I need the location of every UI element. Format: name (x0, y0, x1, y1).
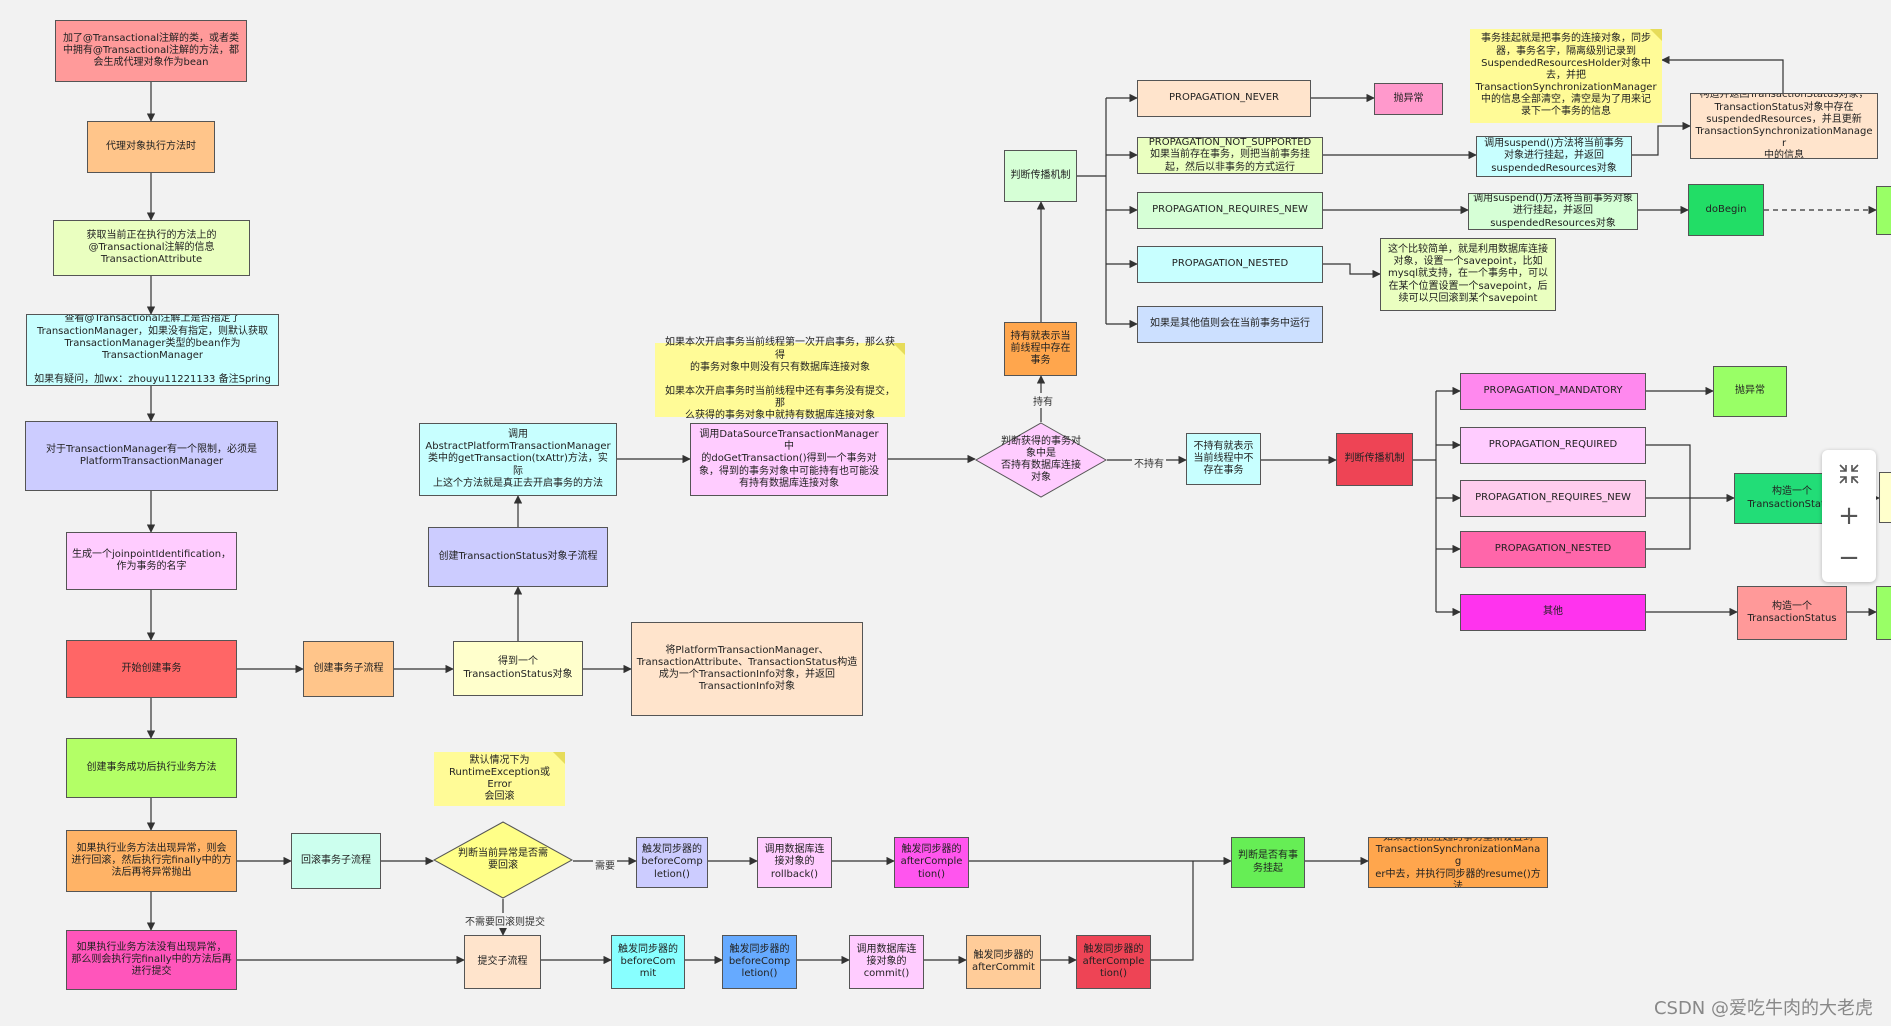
flow-node-n1[interactable]: 加了@Transactional注解的类，或者类 中拥有@Transaction… (55, 20, 247, 82)
flow-node-n53[interactable] (1879, 472, 1891, 523)
flow-node-n5[interactable]: 对于TransactionManager有一个限制，必须是 PlatformTr… (25, 421, 278, 491)
flow-node-n31[interactable]: 判断传播机制 (1336, 433, 1413, 486)
flow-node-n15[interactable]: 调用 AbstractPlatformTransactionManager 类中… (419, 423, 617, 496)
zoom-panel: + − (1822, 450, 1876, 582)
flow-node-n22[interactable]: 调用suspend()方法将当前事务 对象进行挂起，并返回 suspendedR… (1476, 136, 1632, 177)
flow-node-n26[interactable]: doBegin (1688, 184, 1764, 236)
connector-line (1151, 861, 1194, 961)
flow-node-n42[interactable]: 调用数据库连 接对象的 rollback() (757, 837, 832, 888)
flow-node-n50[interactable]: 触发同步器的 afterCommit (966, 935, 1041, 989)
flow-node-n18[interactable]: 判断传播机制 (1004, 150, 1077, 202)
flow-node-n49[interactable]: 调用数据库连 接对象的 commit() (849, 935, 924, 989)
flow-node-n46[interactable]: 提交子流程 (464, 935, 541, 989)
flow-node-n54[interactable] (1876, 586, 1891, 640)
flow-node-n51[interactable]: 触发同步器的 afterComple tion() (1076, 935, 1151, 989)
flow-node-n28[interactable]: 这个比较简单，就是利用数据库连接 对象，设置一个savepoint，比如 mys… (1380, 238, 1556, 311)
connector-arrow (1323, 263, 1381, 279)
fit-screen-icon[interactable] (1822, 454, 1876, 494)
flow-node-n10[interactable]: 如果执行业务方法没有出现异常， 那么则会执行完finally中的方法后再 进行提… (66, 930, 237, 990)
flow-node-n44[interactable]: 判断是否有事 务挂起 (1231, 837, 1305, 888)
flow-node-n2[interactable]: 代理对象执行方法时 (87, 121, 215, 173)
watermark: CSDN @爱吃牛肉的大老虎 (1653, 998, 1873, 1019)
sticky-note-note3[interactable]: 默认情况下为 RuntimeException或Error 会回滚 (434, 752, 565, 806)
flow-node-n6[interactable]: 生成一个joinpointIdentification， 作为事务的名字 (66, 532, 237, 590)
flow-node-n35[interactable]: PROPAGATION_REQUIRES_NEW (1460, 480, 1646, 517)
flow-node-n41[interactable]: 触发同步器的 beforeComp letion() (636, 837, 708, 888)
flow-node-n12[interactable]: 得到一个 TransactionStatus对象 (453, 641, 583, 696)
flow-node-n39[interactable]: 构造一个 TransactionStatus (1737, 586, 1847, 640)
flow-node-n21[interactable]: PROPAGATION_NOT_SUPPORTED 如果当前存在事务，则把当前事… (1137, 137, 1323, 174)
edge-label-l2: 不持有 (1132, 455, 1166, 470)
flow-node-n16[interactable]: 调用DataSourceTransactionManager中 的doGetTr… (690, 423, 888, 496)
flow-node-n29[interactable]: 如果是其他值则会在当前事务中运行 (1137, 306, 1323, 343)
flow-node-n40[interactable]: 回滚事务子流程 (291, 833, 381, 889)
flow-node-n14[interactable]: 创建TransactionStatus对象子流程 (428, 527, 608, 587)
connector-line (1646, 444, 1691, 550)
flow-node-n4[interactable]: 查看@Transactional注解上是否指定了 TransactionMana… (26, 314, 279, 386)
flow-node-n17[interactable]: 持有就表示当 前线程中存在 事务 (1004, 322, 1077, 376)
flow-node-n9[interactable]: 如果执行业务方法出现异常，则会 进行回滚，然后执行完finally中的方 法后再… (66, 830, 237, 892)
flow-node-n33[interactable]: 抛异常 (1713, 366, 1787, 417)
connector-arrow (1661, 55, 1784, 93)
flow-node-n7[interactable]: 开始创建事务 (66, 640, 237, 698)
flow-node-n37[interactable]: 其他 (1460, 594, 1646, 631)
flow-node-n34[interactable]: PROPAGATION_REQUIRED (1460, 427, 1646, 464)
sticky-note-note1[interactable]: 事务挂起就是把事务的连接对象，同步 器，事务名字，隔离级别记录到 Suspend… (1470, 29, 1662, 123)
decision-diamond-d2[interactable]: 判断当前异常是否需要回滚 (433, 821, 573, 899)
flow-node-n32[interactable]: PROPAGATION_MANDATORY (1460, 373, 1646, 410)
connector-arrow (1632, 121, 1691, 156)
flow-node-n25[interactable]: 调用suspend()方法将当前事务对象 进行挂起，并返回 suspendedR… (1468, 193, 1638, 230)
edge-label-l1: 持有 (1031, 393, 1055, 408)
flow-node-n23[interactable]: 构造并返回TransactionStatus对象， TransactionSta… (1690, 93, 1878, 159)
flow-node-n3[interactable]: 获取当前正在执行的方法上的 @Transactional注解的信息 Transa… (53, 220, 250, 276)
zoom-out-button[interactable]: − (1838, 543, 1860, 573)
flow-node-n19[interactable]: PROPAGATION_NEVER (1137, 80, 1311, 117)
decision-diamond-d1[interactable]: 判断获得的事务对象中是 否持有数据库连接对象 (975, 422, 1107, 498)
flow-node-n47[interactable]: 触发同步器的 beforeCom mit (611, 935, 685, 989)
flow-node-n11[interactable]: 创建事务子流程 (303, 641, 394, 697)
flow-node-n43[interactable]: 触发同步器的 afterComple tion() (894, 837, 969, 888)
flow-node-n30[interactable]: 不持有就表示 当前线程中不 存在事务 (1186, 433, 1261, 485)
zoom-in-button[interactable]: + (1838, 501, 1860, 531)
flow-node-n48[interactable]: 触发同步器的 beforeComp letion() (722, 935, 797, 989)
edge-label-l4: 不需要回滚则提交 (463, 913, 547, 928)
flow-node-n27[interactable]: PROPAGATION_NESTED (1137, 246, 1323, 283)
flow-node-n45[interactable]: 如果有则把挂起的事务重新设置到 TransactionSynchronizati… (1368, 837, 1548, 888)
edge-label-l3: 需要 (593, 857, 617, 872)
flow-node-n52[interactable] (1876, 186, 1891, 235)
flow-node-n36[interactable]: PROPAGATION_NESTED (1460, 531, 1646, 568)
decision-text: 判断获得的事务对象中是 否持有数据库连接对象 (1001, 436, 1081, 483)
flow-node-n24[interactable]: PROPAGATION_REQUIRES_NEW (1137, 192, 1323, 229)
decision-text: 判断当前异常是否需要回滚 (458, 848, 548, 871)
flow-node-n13[interactable]: 将PlatformTransactionManager、 Transaction… (631, 622, 863, 716)
sticky-note-note2[interactable]: 如果本次开启事务当前线程第一次开启事务，那么获得 的事务对象中则没有只有数据库连… (655, 337, 905, 421)
flow-node-n8[interactable]: 创建事务成功后执行业务方法 (66, 738, 237, 798)
flow-node-n20[interactable]: 抛异常 (1374, 83, 1443, 115)
